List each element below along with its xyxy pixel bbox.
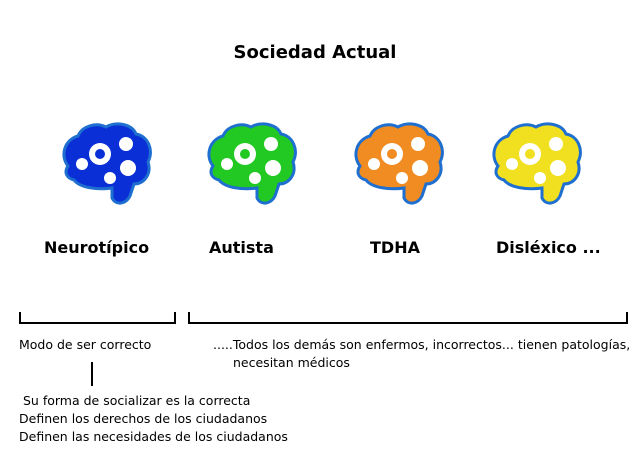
- label-dislexico: Disléxico ...: [496, 238, 601, 257]
- detail-line-3: Definen las necesidades de los ciudadano…: [19, 429, 288, 444]
- brain-icon-neurotipico: [62, 122, 152, 205]
- label-tdha: TDHA: [370, 238, 420, 257]
- detail-line-1: Su forma de socializar es la correcta: [23, 393, 251, 408]
- label-neurotipico: Neurotípico: [44, 238, 150, 257]
- left-note: Modo de ser correcto: [19, 337, 152, 352]
- brain-icon-autista: [207, 122, 297, 205]
- diagram-title: Sociedad Actual: [233, 42, 397, 63]
- label-autista: Autista: [209, 238, 274, 257]
- detail-line-2: Definen los derechos de los ciudadanos: [19, 411, 268, 426]
- right-note-line-2: necesitan médicos: [233, 355, 350, 370]
- brain-icon-dislexico: [492, 122, 582, 205]
- bracket-right: [188, 312, 628, 324]
- connector-line: [91, 362, 93, 386]
- brain-icon-tdha: [354, 122, 444, 205]
- bracket-left: [19, 312, 176, 324]
- right-note: .....Todos los demás son enfermos, incor…: [213, 337, 631, 352]
